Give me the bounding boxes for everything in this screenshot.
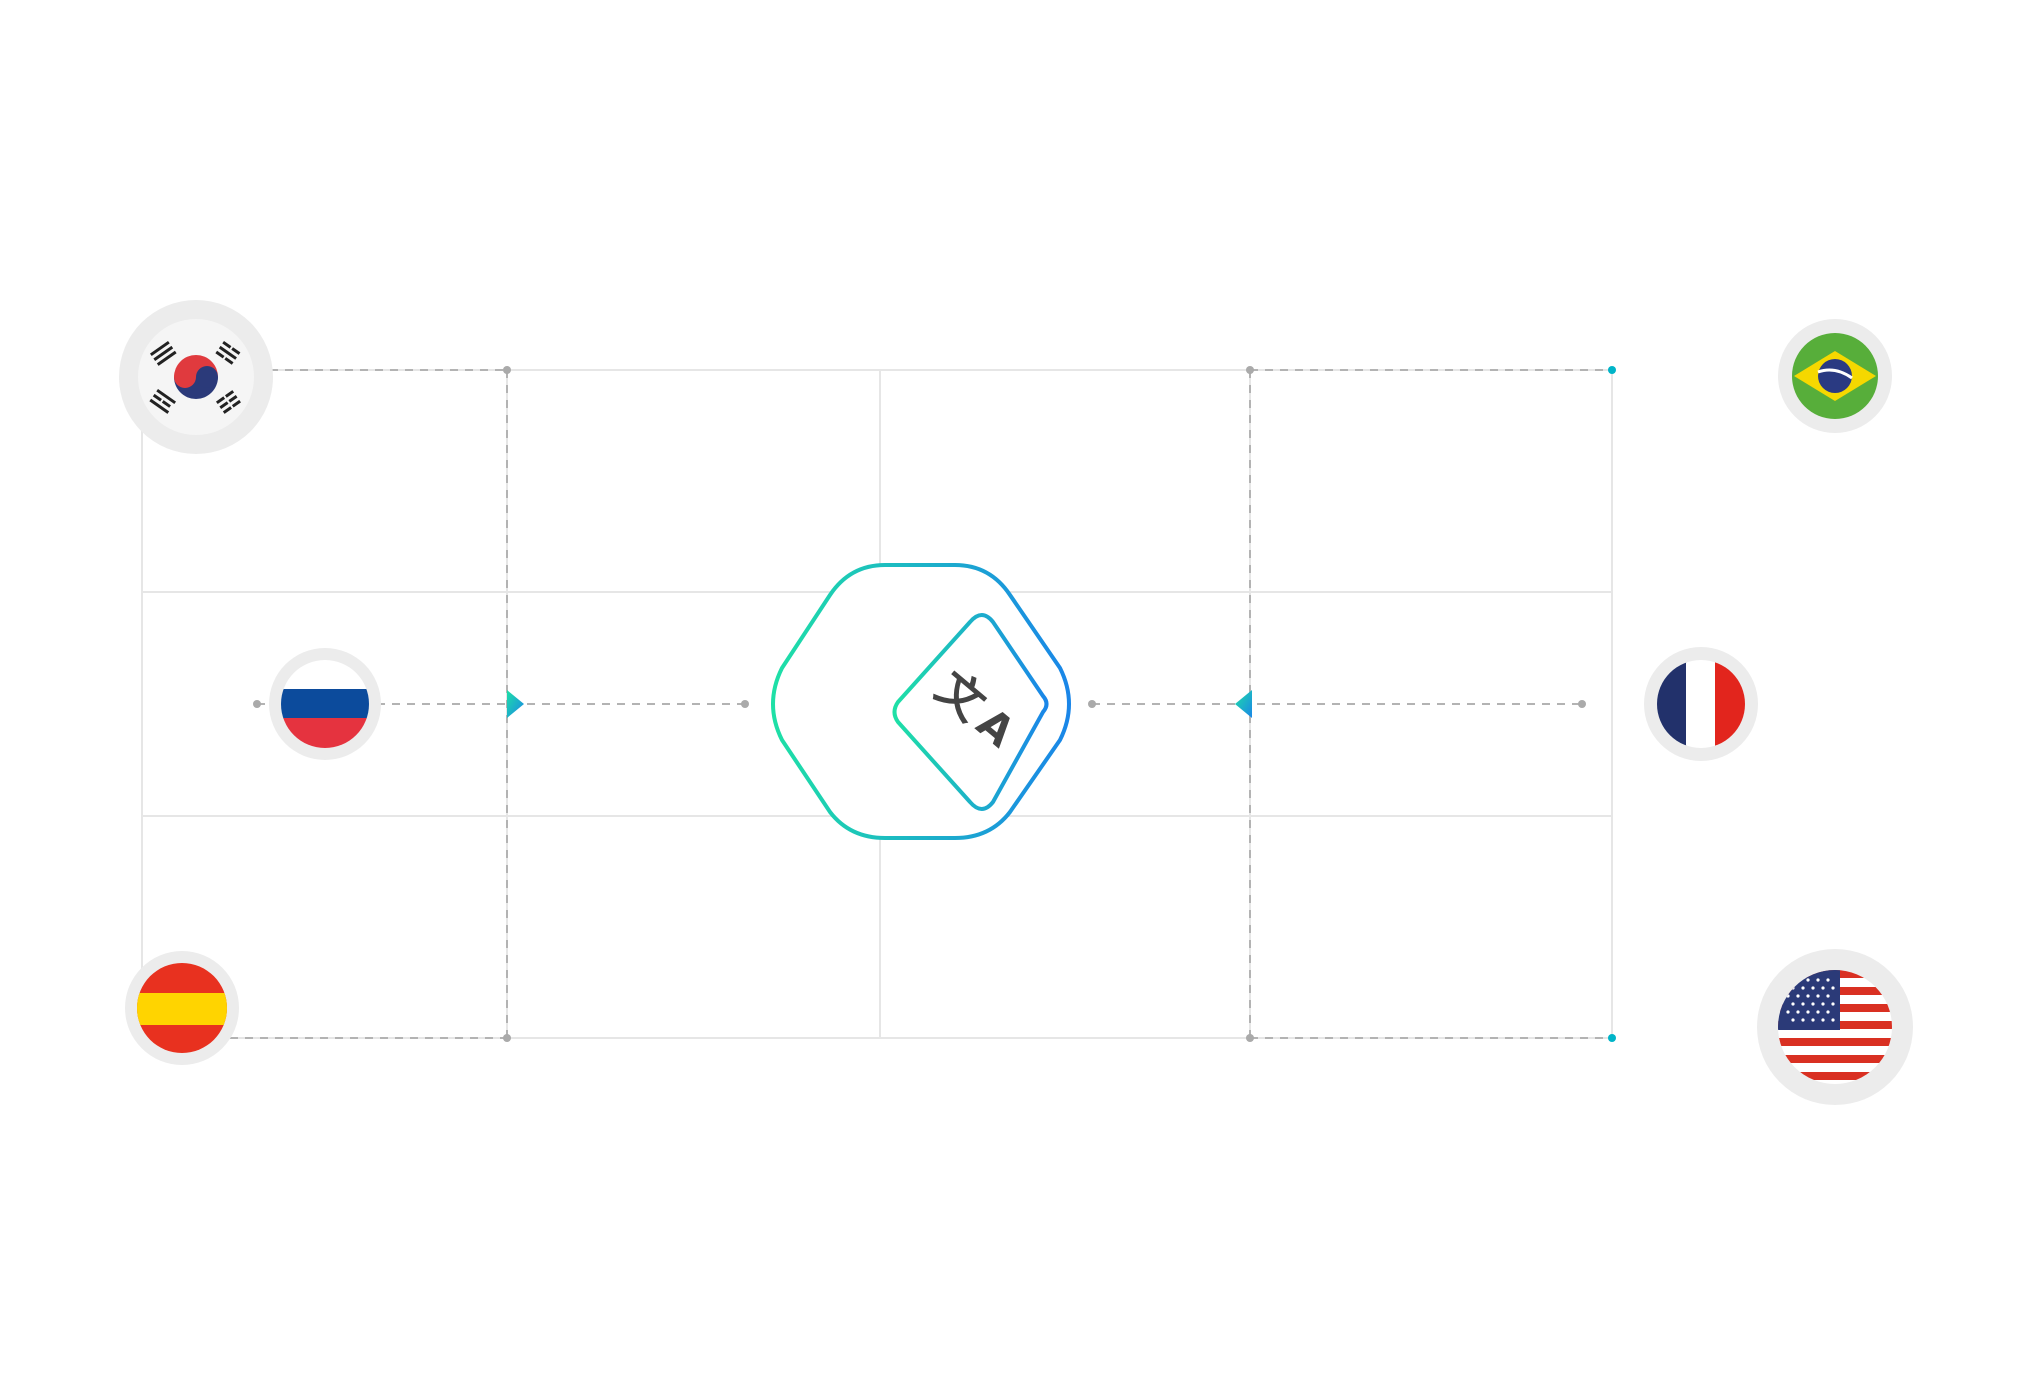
france-flag-icon: [1644, 647, 1758, 761]
arrow-right-icon: [507, 690, 524, 718]
usa-flag-icon: [1757, 949, 1913, 1105]
south-korea-flag-icon: [119, 300, 273, 454]
spain-flag-icon: [125, 951, 239, 1065]
brazil-flag-icon: [1778, 319, 1892, 433]
arrow-left-icon: [1235, 690, 1252, 718]
russia-flag-icon: [269, 648, 381, 760]
translation-logo: 文 A: [771, 563, 1071, 840]
junction-dots: [253, 366, 1616, 1042]
